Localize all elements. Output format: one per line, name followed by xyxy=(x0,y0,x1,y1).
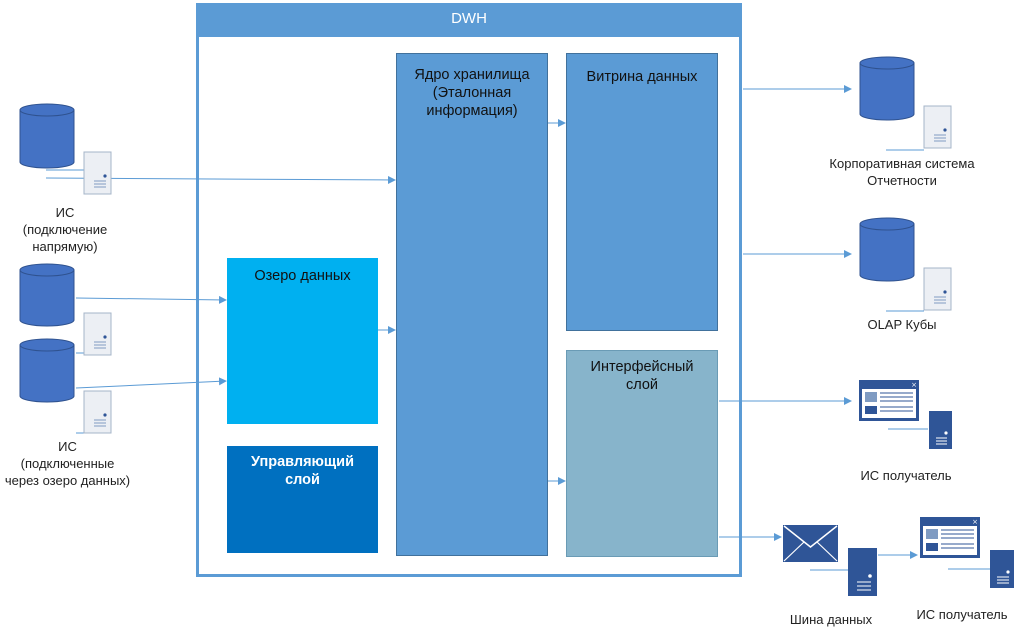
data-lake-title: Озеро данных xyxy=(254,268,351,284)
server-tower-icon xyxy=(923,105,952,149)
core-block: Ядро хранилища (Эталонная информация) xyxy=(396,53,548,556)
data-lake-block: Озеро данных xyxy=(227,258,378,424)
envelope-icon xyxy=(783,525,838,562)
dwh-header: DWH xyxy=(196,3,742,37)
interface-layer-title: Интерфейсный слой xyxy=(590,359,694,393)
application-window-icon: × xyxy=(859,380,919,421)
core-title: Ядро хранилища (Эталонная информация) xyxy=(414,67,530,119)
control-layer-block: Управляющий слой xyxy=(227,446,378,553)
svg-text:×: × xyxy=(911,381,917,389)
source-via-lake-label: ИС (подключенные через озеро данных) xyxy=(4,439,131,488)
svg-text:×: × xyxy=(972,518,978,526)
server-tower-icon xyxy=(83,390,112,434)
database-cylinder-icon xyxy=(19,103,75,169)
database-cylinder-icon xyxy=(859,217,915,282)
olap-label: OLAP Кубы xyxy=(867,317,937,332)
arrow-source2-to-lake xyxy=(75,377,227,389)
receiver-label-2: ИС получатель xyxy=(916,607,1008,622)
database-cylinder-icon xyxy=(19,263,75,327)
data-mart-title: Витрина данных xyxy=(586,69,698,85)
control-layer-title: Управляющий слой xyxy=(251,454,354,488)
data-mart-block: Витрина данных xyxy=(566,53,718,331)
server-tower-icon xyxy=(990,550,1014,588)
data-bus-label: Шина данных xyxy=(789,612,873,627)
reporting-system-label: Корпоративная система Отчетности xyxy=(829,156,975,188)
server-tower-icon xyxy=(83,312,112,356)
server-tower-icon xyxy=(923,267,952,311)
source-direct-label: ИС (подключение напрямую) xyxy=(22,205,108,254)
database-cylinder-icon xyxy=(859,56,915,121)
server-tower-icon xyxy=(83,151,112,195)
dwh-title: DWH xyxy=(451,10,487,27)
application-window-icon: × xyxy=(920,517,980,558)
receiver-label-1: ИС получатель xyxy=(860,468,952,483)
arrow-source1-to-lake xyxy=(75,295,227,304)
server-tower-icon xyxy=(848,548,877,596)
server-tower-icon xyxy=(929,411,952,449)
database-cylinder-icon xyxy=(19,338,75,403)
interface-layer-block: Интерфейсный слой xyxy=(566,350,718,557)
